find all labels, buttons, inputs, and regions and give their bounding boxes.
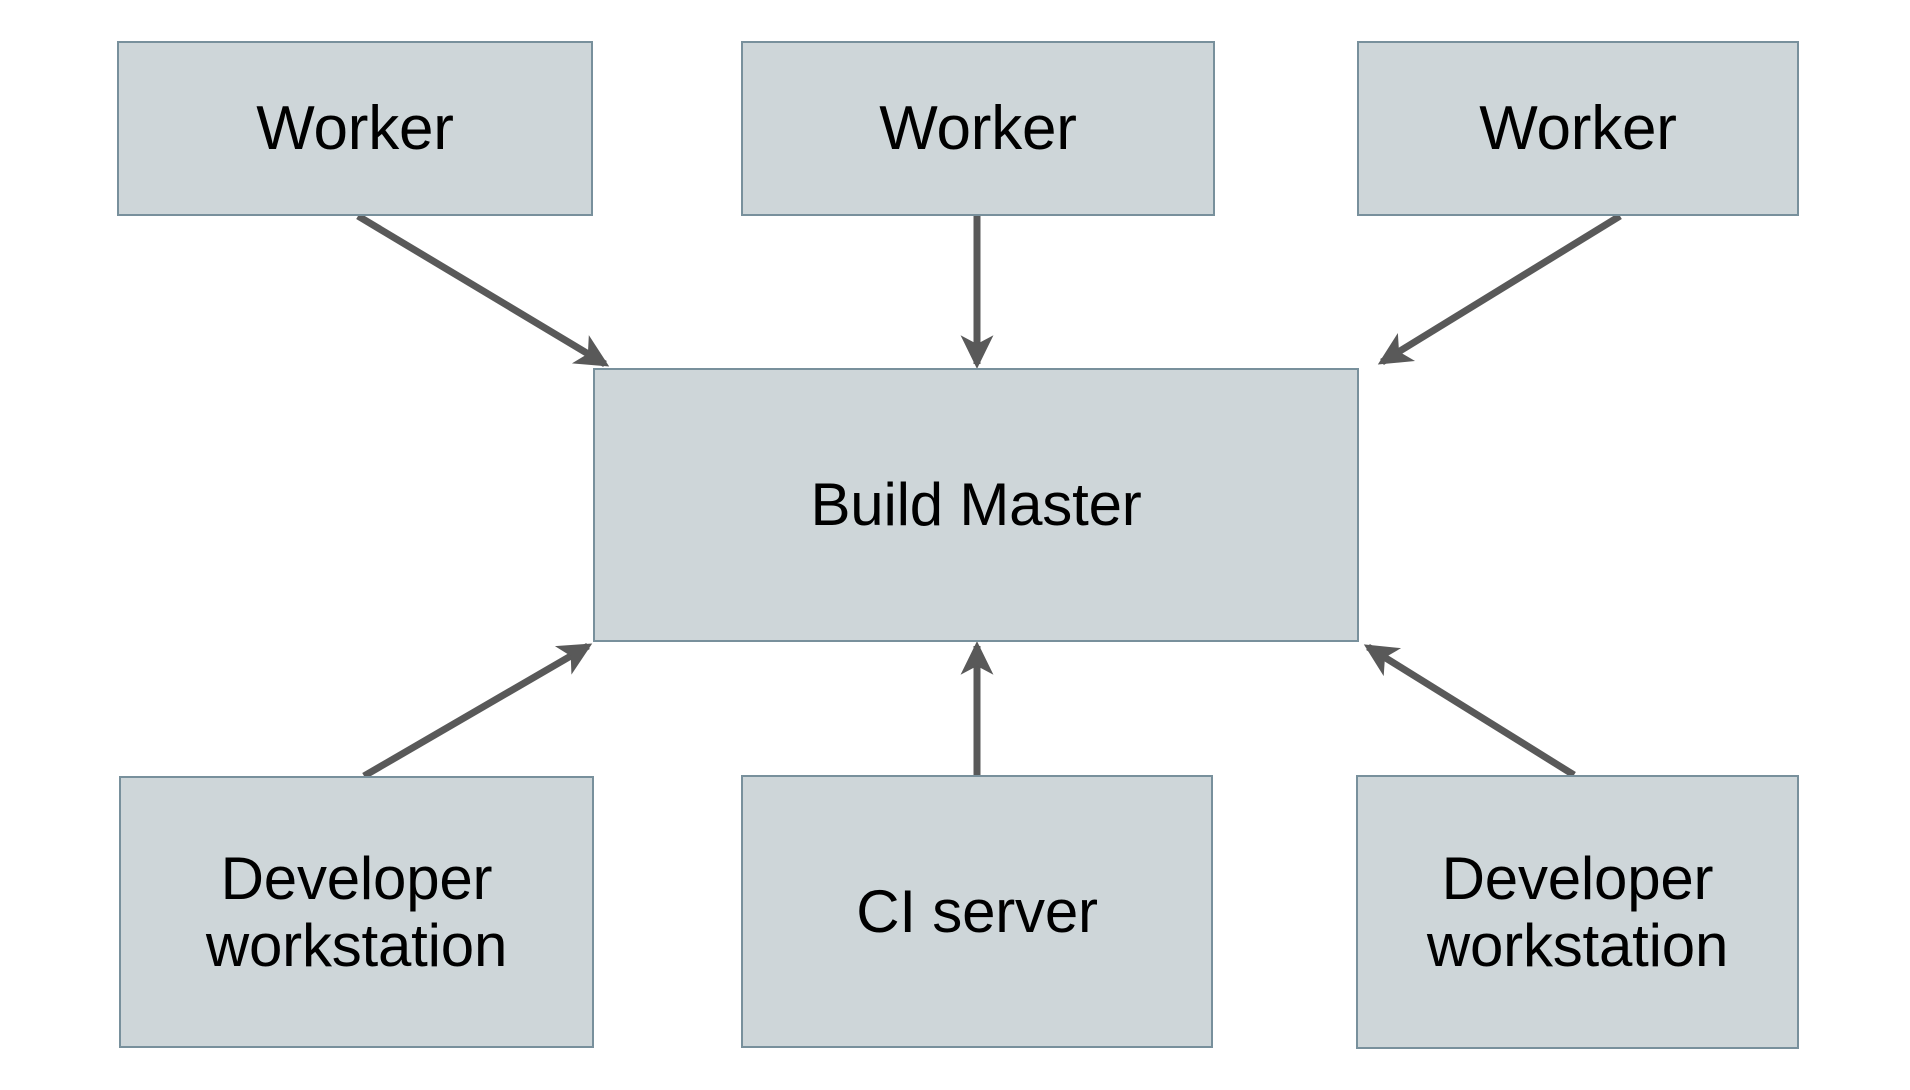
node-label: Developer workstation <box>205 844 508 979</box>
node-label: Build Master <box>810 471 1142 539</box>
node-worker-center[interactable]: Worker <box>741 41 1215 216</box>
node-worker-right[interactable]: Worker <box>1357 41 1799 216</box>
node-label: CI server <box>856 877 1098 945</box>
edge-worker-left-to-build-master <box>356 212 610 368</box>
node-label: Worker <box>256 93 454 163</box>
node-worker-left[interactable]: Worker <box>117 41 593 216</box>
node-label: Worker <box>879 93 1077 163</box>
node-label: Developer workstation <box>1426 844 1729 979</box>
node-build-master[interactable]: Build Master <box>593 368 1359 642</box>
node-label: Worker <box>1479 93 1677 163</box>
node-dev-workstation-left[interactable]: Developer workstation <box>119 776 594 1048</box>
edge-dev-workstation-right-to-build-master <box>1363 644 1576 778</box>
node-ci-server[interactable]: CI server <box>741 775 1213 1048</box>
edge-dev-workstation-left-to-build-master <box>362 642 593 780</box>
edge-worker-right-to-build-master <box>1377 213 1622 365</box>
node-dev-workstation-right[interactable]: Developer workstation <box>1356 775 1799 1049</box>
